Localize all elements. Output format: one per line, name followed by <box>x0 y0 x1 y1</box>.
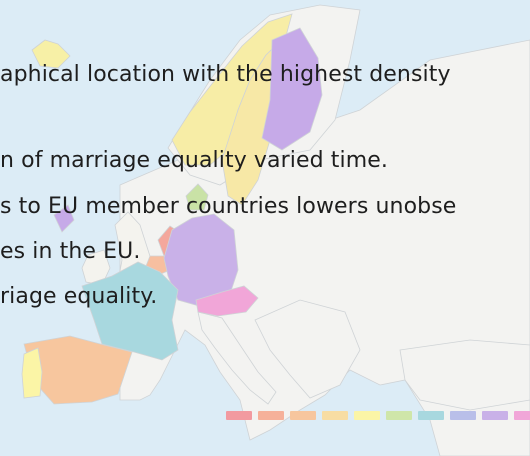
iceland <box>31 39 71 69</box>
legend-swatch <box>322 411 348 420</box>
legend-swatch <box>226 411 252 420</box>
portugal <box>21 347 43 399</box>
legend-swatch <box>482 411 508 420</box>
italy-land <box>197 311 277 405</box>
austria <box>195 285 259 317</box>
slide-text-line-1: aphical location with the highest densit… <box>0 62 451 87</box>
legend-swatch <box>354 411 380 420</box>
slide-text-line-3: s to EU member countries lowers unobse <box>0 194 457 219</box>
france <box>81 261 179 361</box>
faroe-islands <box>53 204 75 233</box>
slide-text-line-5: riage equality. <box>0 284 158 309</box>
legend-swatch <box>418 411 444 420</box>
denmark <box>185 183 209 211</box>
balkans-land <box>254 299 361 399</box>
slide-text-line-4: es in the EU. <box>0 239 141 264</box>
legend-swatch <box>450 411 476 420</box>
finland <box>261 27 323 151</box>
turkey-land <box>399 339 530 411</box>
slide-text-line-2: n of marriage equality varied time. <box>0 148 388 173</box>
legend-swatch <box>258 411 284 420</box>
legend-swatch <box>386 411 412 420</box>
legend-swatch <box>290 411 316 420</box>
legend-swatch <box>514 411 530 420</box>
